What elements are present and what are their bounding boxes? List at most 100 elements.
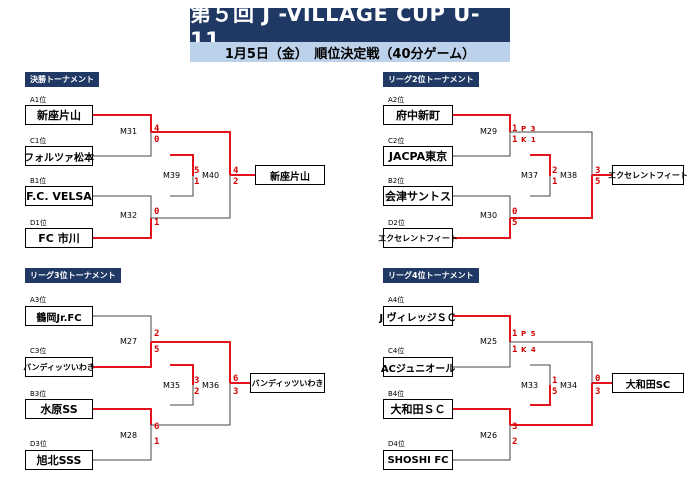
b1-seed-4: D2位 [388, 219, 405, 227]
b1-line-team2 [453, 132, 511, 157]
b3-line-team2 [453, 342, 511, 368]
b3-team-2: ACジュニオール [381, 357, 455, 377]
b3-seed-4: D4位 [388, 440, 405, 448]
b2-team-4: 旭北SSS [25, 450, 93, 470]
b3-match-semi-top: M25 [480, 337, 498, 346]
b1-team-4: エクセレントフィート [378, 228, 458, 248]
page-subtitle: 1月5日（金） 順位決定戦（40分ゲーム） [190, 42, 510, 62]
b3-score-final-2: 3 [595, 387, 601, 397]
b3-seed-2: C4位 [388, 347, 405, 355]
b0-match-semi-top: M31 [120, 127, 138, 136]
b2-match-third-final: M36 [202, 381, 220, 390]
b0-line-team4 [93, 218, 152, 239]
b3-score-final-1: 0 [595, 374, 601, 384]
b3-score-third-2: 5 [552, 387, 558, 397]
bracket-0-lines [93, 114, 255, 239]
b1-match-semi-bottom: M30 [480, 211, 498, 220]
b1-pk-top: P 3 [521, 125, 537, 133]
b1-score-semi-top-1: 1 [512, 124, 518, 134]
b3-seed-1: A4位 [388, 296, 405, 304]
b2-score-semi-bottom-1: 6 [154, 422, 160, 432]
b1-pk-bottom: K 1 [521, 136, 537, 144]
bracket-2-lines [93, 315, 250, 461]
b1-line-team1 [453, 114, 511, 132]
b2-match-semi-top: M27 [120, 337, 138, 346]
b0-score-semi-top-2: 0 [154, 135, 160, 145]
b0-score-semi-bottom-2: 1 [154, 218, 160, 228]
b1-team-2: JACPA東京 [383, 146, 453, 166]
b1-seed-2: C2位 [388, 137, 405, 145]
b0-score-semi-top-1: 4 [154, 124, 160, 134]
b3-seed-3: B4位 [388, 390, 405, 398]
b0-line-semi-bottom-win [151, 175, 231, 219]
b3-pk-top: P 5 [521, 330, 537, 338]
b1-match-third: M37 [521, 171, 539, 180]
b1-score-semi-bottom-1: 0 [512, 207, 518, 217]
bracket-3-title: リーグ4位トーナメント [383, 268, 479, 283]
b3-line-semi-top-win [510, 341, 593, 383]
b2-seed-3: B3位 [30, 390, 47, 398]
b2-line-team2 [93, 342, 152, 368]
b2-team-2: バンディッツいわき [23, 357, 95, 377]
b0-match-third: M39 [163, 171, 181, 180]
b1-score-semi-bottom-2: 5 [512, 218, 518, 228]
b1-score-third-1: 2 [552, 166, 558, 176]
b0-match-semi-bottom: M32 [120, 211, 138, 220]
b2-score-semi-top-2: 5 [154, 345, 160, 355]
b0-score-semi-bottom-1: 0 [154, 207, 160, 217]
bracket-1-title: リーグ2位トーナメント [383, 72, 479, 87]
bracket-0-title: 決勝トーナメント [25, 72, 99, 87]
b0-line-semi-top-win [151, 131, 231, 175]
b3-line-team3 [453, 408, 511, 425]
b1-match-semi-top: M29 [480, 127, 498, 136]
b0-seed-3: B1位 [30, 177, 47, 185]
b1-line-team4 [453, 218, 511, 239]
b0-line-team2 [93, 132, 152, 157]
b1-seed-1: A2位 [388, 96, 405, 104]
b3-match-semi-bottom: M26 [480, 431, 498, 440]
b2-team-1: 鶴岡Jr.FC [25, 306, 93, 326]
b0-line-third-bottom [170, 176, 194, 197]
b1-team-3: 会津サントス [383, 186, 453, 206]
b1-line-semi-top-win [510, 131, 593, 175]
b0-match-third-final: M40 [202, 171, 220, 180]
b2-line-semi-bottom-win [151, 383, 231, 426]
b0-score-final-1: 4 [233, 166, 239, 176]
b3-line-team4 [453, 425, 511, 461]
b1-line-third-bottom [530, 176, 551, 197]
b2-match-semi-bottom: M28 [120, 431, 138, 440]
b1-line-semi-bottom-win [510, 175, 593, 219]
b2-seed-1: A3位 [30, 296, 47, 304]
b2-seed-2: C3位 [30, 347, 47, 355]
b3-team-3: 大和田ＳＣ [383, 399, 453, 419]
b1-winner: エクセレントフィート [608, 165, 688, 185]
b2-match-third: M35 [163, 381, 181, 390]
b3-line-semi-bottom-win [510, 383, 593, 426]
b1-line-team3 [453, 195, 511, 218]
b2-score-semi-top-1: 2 [154, 329, 160, 339]
b2-line-third-top [170, 364, 194, 385]
b0-team-2: フォルツァ松本 [24, 146, 94, 166]
b1-line-third-top [530, 154, 551, 176]
b3-line-third-bottom [530, 385, 551, 406]
b0-score-third-1: 5 [194, 166, 200, 176]
b1-team-1: 府中新町 [383, 105, 453, 125]
b3-pk-bottom: K 4 [521, 346, 537, 354]
b2-team-3: 水原SS [25, 399, 93, 419]
b3-line-team1 [453, 315, 511, 342]
b3-score-semi-bottom-1: 3 [512, 422, 518, 432]
b0-winner: 新座片山 [255, 165, 325, 185]
b0-seed-4: D1位 [30, 219, 47, 227]
b1-match-third-final: M38 [560, 171, 578, 180]
bracket-2-title: リーグ3位トーナメント [25, 268, 121, 283]
b1-score-final-1: 3 [595, 166, 601, 176]
b2-score-final-1: 6 [233, 374, 239, 384]
b2-line-team3 [93, 408, 152, 425]
b1-score-third-2: 1 [552, 177, 558, 187]
b3-team-4: SHOSHI FC [383, 450, 453, 470]
b2-score-final-2: 3 [233, 387, 239, 397]
b2-line-team4 [93, 425, 152, 461]
b1-score-final-2: 5 [595, 177, 601, 187]
b0-score-final-2: 2 [233, 177, 239, 187]
